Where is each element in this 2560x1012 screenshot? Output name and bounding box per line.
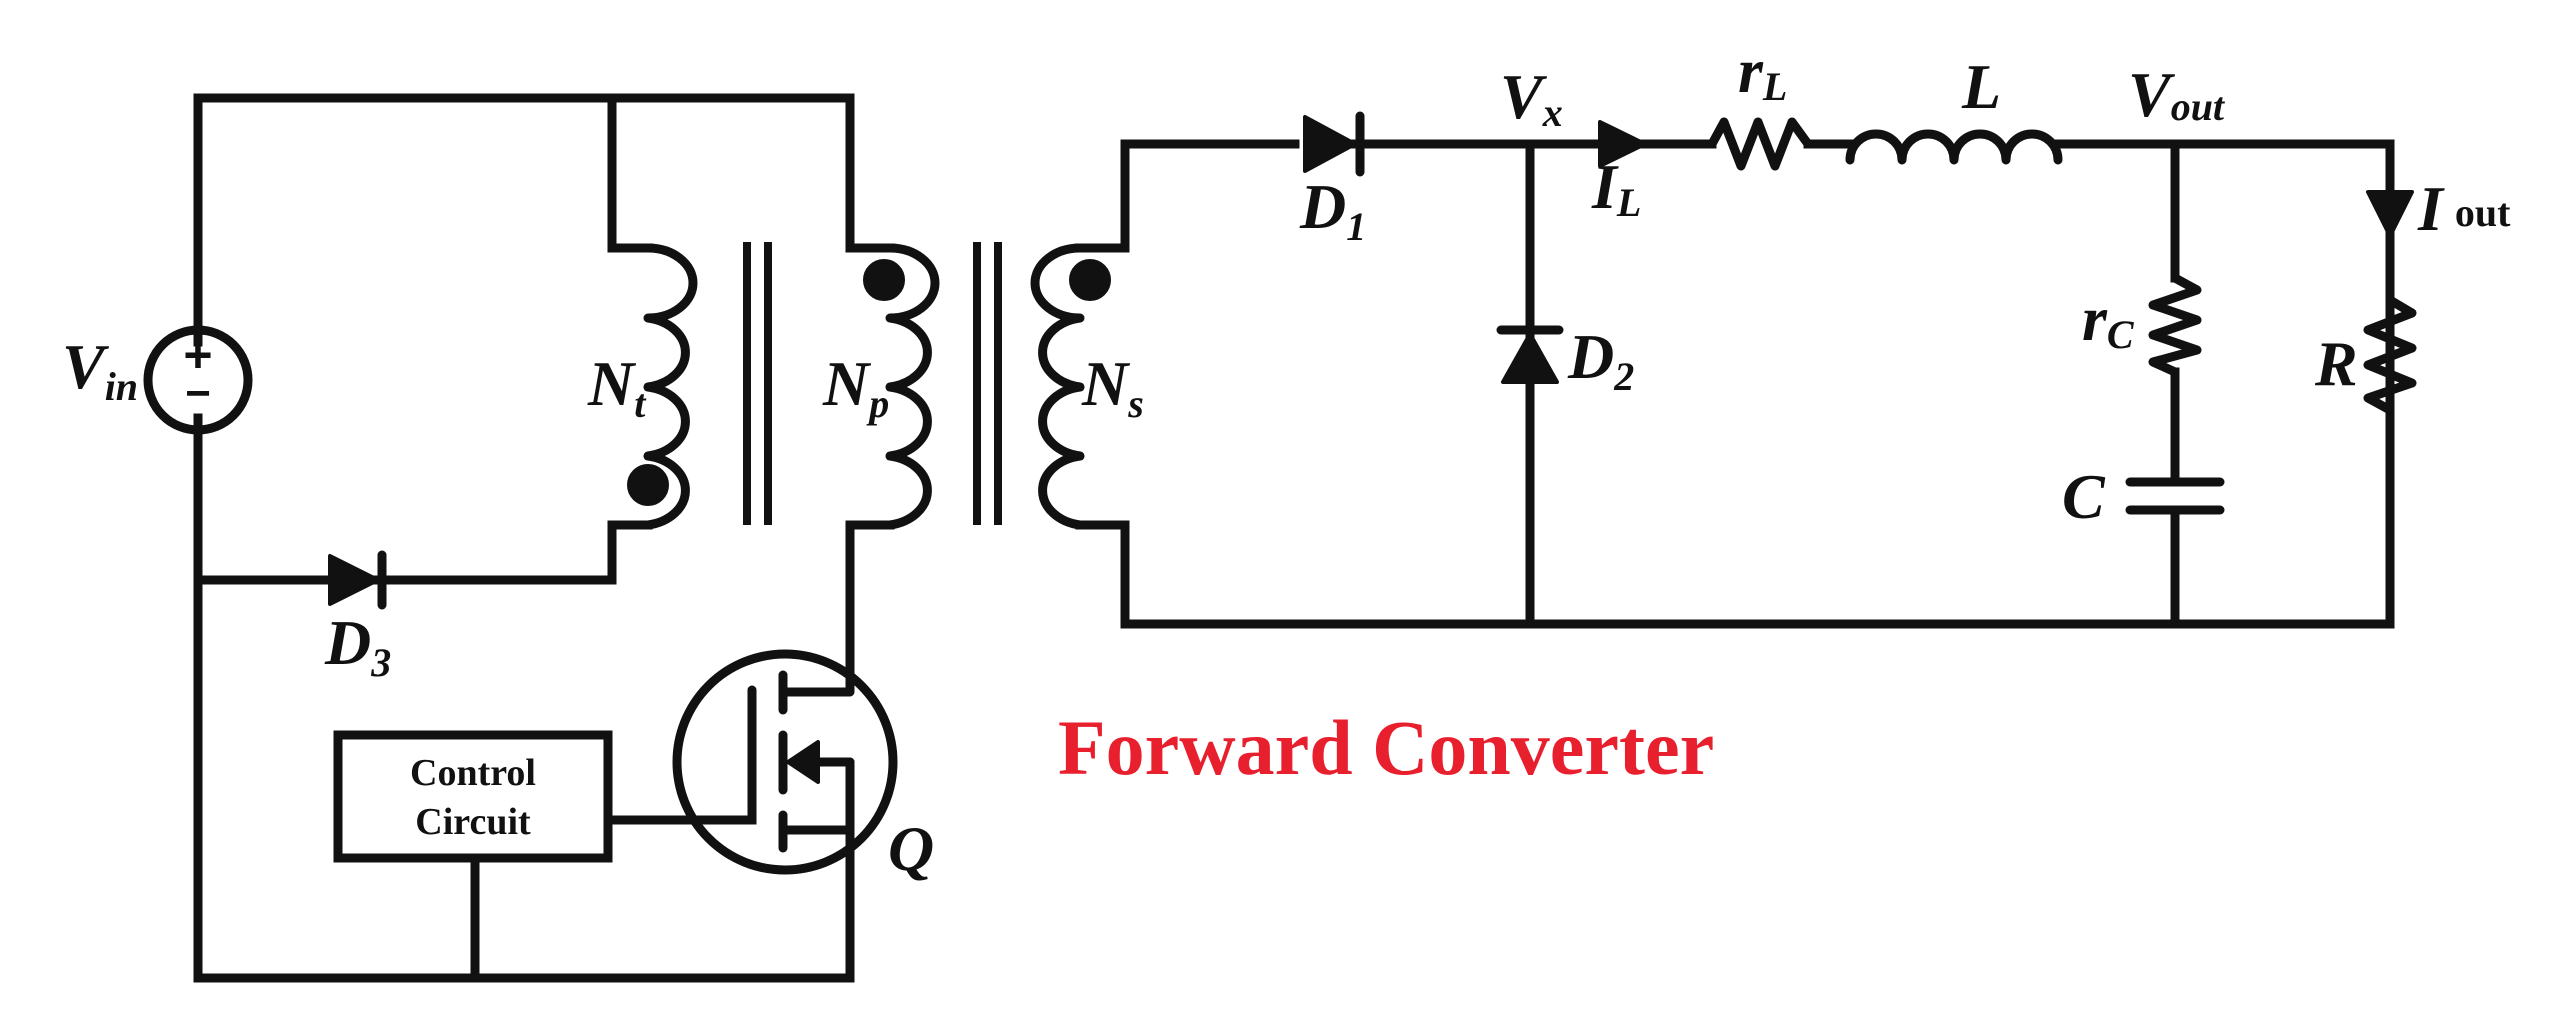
capacitor-c [2125, 477, 2225, 515]
ns-polarity-dot [1069, 259, 1111, 301]
vin-plus-sign: + [183, 327, 212, 383]
label-d2: D2 [1567, 321, 1634, 399]
resistor-r [2363, 231, 2417, 415]
winding-ns [1030, 243, 1111, 530]
label-vx: Vx [1500, 61, 1563, 135]
label-rc: rC [2082, 283, 2135, 357]
primary-wires [193, 93, 895, 983]
diode-d1 [1303, 111, 1365, 177]
secondary-wires [1075, 139, 2395, 629]
control-circuit-box: Control Circuit [333, 730, 613, 863]
label-il: IL [1591, 151, 1641, 225]
diode-d3 [328, 550, 387, 610]
label-l: L [1961, 51, 2001, 122]
resistor-rl [1707, 117, 1813, 171]
label-vout: Vout [2128, 59, 2226, 130]
label-d1: D1 [1299, 171, 1366, 249]
label-q: Q [888, 813, 934, 884]
control-box-line2: Circuit [415, 801, 531, 843]
vin-minus-sign: − [185, 369, 211, 418]
label-r: R [2314, 328, 2358, 399]
inductor-l [1845, 129, 2063, 165]
label-ns: Ns [1081, 348, 1144, 426]
winding-np [863, 243, 940, 530]
iout-current-arrow [2366, 190, 2414, 238]
il-current-arrow [1598, 120, 1647, 168]
label-c: C [2062, 461, 2106, 532]
diode-d2 [1496, 325, 1564, 384]
resistor-rc [2148, 273, 2202, 377]
transformer-core-left [743, 242, 772, 525]
label-d3: D3 [324, 607, 391, 685]
control-box-line1: Control [410, 752, 536, 794]
np-polarity-dot [863, 259, 905, 301]
transformer-core-right [973, 242, 1002, 525]
label-vin: Vin [62, 331, 138, 409]
mosfet-q [672, 649, 898, 875]
vin-source: + − [143, 325, 253, 435]
label-rl: rL [1738, 35, 1787, 109]
winding-nt [627, 243, 698, 530]
diagram-title: Forward Converter [1058, 704, 1714, 791]
nt-polarity-dot [627, 464, 669, 506]
label-np: Np [822, 348, 889, 426]
label-nt: Nt [587, 348, 647, 426]
